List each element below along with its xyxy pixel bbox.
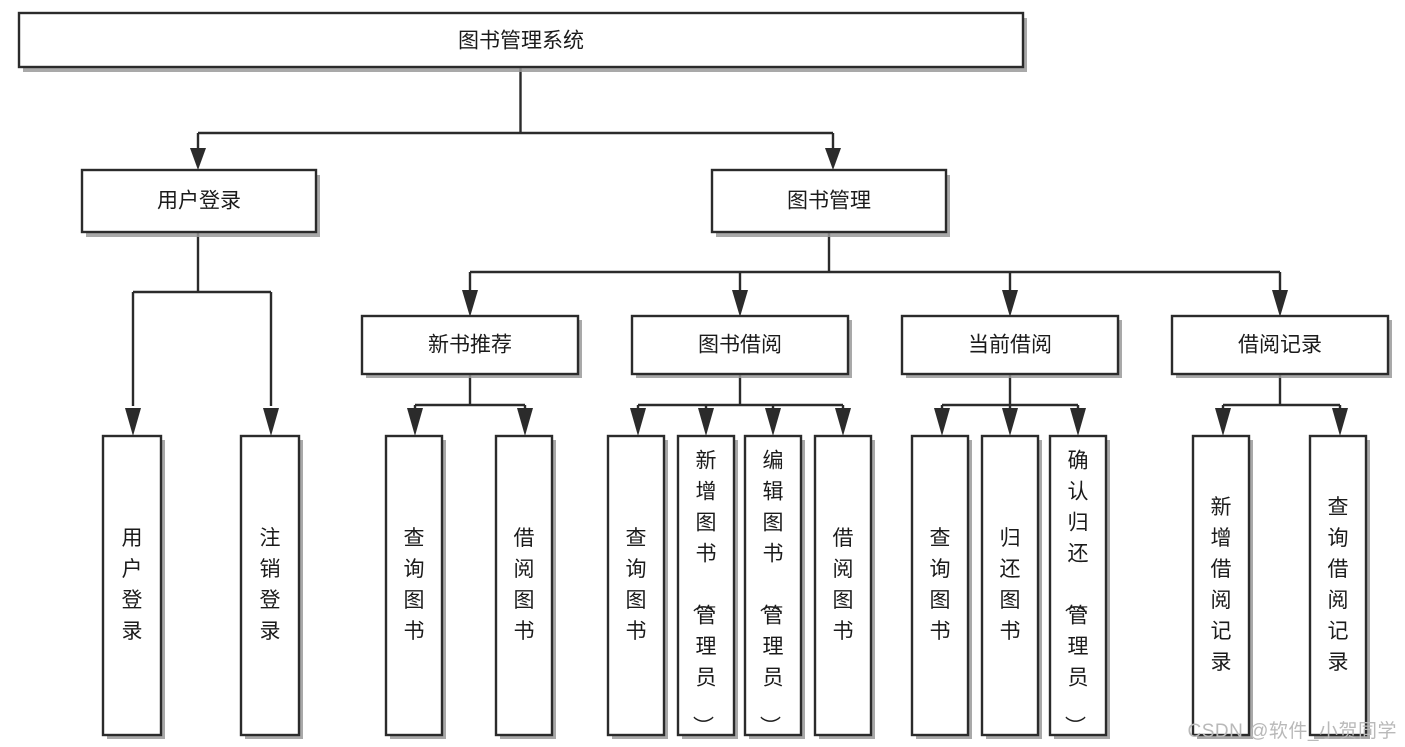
leaf-logout-login-box[interactable]: [239, 434, 301, 737]
leaf-query-book-2-box[interactable]: [606, 434, 666, 737]
leaf-borrow-book-1-box[interactable]: [494, 434, 554, 737]
leaf-confirm-return-admin-label: 确认归还（管理员）: [1063, 450, 1089, 737]
leaf-query-book-3-box[interactable]: [910, 434, 970, 737]
connector-root-bus: [196, 67, 835, 158]
leaf-borrow-book-1-label: 借阅图书: [514, 527, 535, 643]
leaf-user-login[interactable]: 用户登录: [101, 434, 165, 739]
leaf-user-login-label: 用户登录: [122, 527, 143, 643]
leaf-add-borrow-record[interactable]: 新增借阅记录: [1191, 434, 1253, 739]
connector-bookborrow-bus: [636, 375, 845, 412]
leaf-add-book-admin[interactable]: 新增图书（管理员）: [676, 434, 738, 739]
node-user-login-box[interactable]: [80, 168, 318, 234]
leaf-logout-login-label: 注销登录: [260, 527, 281, 643]
node-current-borrow-box[interactable]: [900, 314, 1120, 376]
leaf-query-book-3-label: 查询图书: [930, 527, 951, 643]
arrowhead-to-new-book-recommend: [462, 290, 478, 317]
connector-currentborrow-bus: [940, 375, 1080, 412]
arrowhead-to-leaf-borrow-book-1: [517, 408, 533, 436]
arrowhead-to-leaf-query-book-3: [934, 408, 950, 436]
leaf-query-book-1-label: 查询图书: [404, 527, 425, 643]
leaf-query-borrow-record[interactable]: 查询借阅记录: [1308, 434, 1370, 739]
arrowhead-to-leaf-query-borrow-record: [1332, 408, 1348, 436]
arrowhead-to-leaf-user-login: [125, 408, 141, 436]
node-borrow-record-box[interactable]: [1170, 314, 1390, 376]
arrowhead-to-leaf-confirm-return-admin: [1070, 408, 1086, 436]
node-current-borrow-label: 当前借阅: [968, 334, 1052, 357]
node-root-label: 图书管理系统: [458, 30, 584, 53]
leaf-query-book-1[interactable]: 查询图书: [384, 434, 446, 739]
node-book-management-box[interactable]: [710, 168, 948, 234]
leaf-return-book-box[interactable]: [980, 434, 1040, 737]
connector-borrowrecord-bus: [1221, 375, 1342, 412]
leaf-logout-login[interactable]: 注销登录: [239, 434, 303, 739]
arrowhead-to-leaf-logout-login: [263, 408, 279, 436]
leaf-borrow-book-2-box[interactable]: [813, 434, 873, 737]
arrowhead-to-leaf-borrow-book-2: [835, 408, 851, 436]
leaf-confirm-return-admin-box[interactable]: [1048, 434, 1108, 737]
node-new-book-recommend-box[interactable]: [360, 314, 580, 376]
leaf-add-borrow-record-label: 新增借阅记录: [1211, 496, 1232, 674]
arrowhead-to-leaf-add-borrow-record: [1215, 408, 1231, 436]
leaf-add-book-admin-label: 新增图书（管理员）: [691, 450, 717, 737]
leaf-edit-book-admin[interactable]: 编辑图书（管理员）: [743, 434, 805, 739]
connector-bookmgmt-bus: [468, 232, 1282, 290]
leaf-add-book-admin-box[interactable]: [676, 434, 736, 737]
arrowhead-to-leaf-add-book-admin: [698, 408, 714, 436]
leaf-edit-book-admin-box[interactable]: [743, 434, 803, 737]
node-book-borrow-box[interactable]: [630, 314, 850, 376]
node-borrow-record-label: 借阅记录: [1238, 334, 1322, 357]
node-user-login[interactable]: 用户登录: [80, 168, 320, 237]
leaf-query-book-1-box[interactable]: [384, 434, 444, 737]
node-book-borrow-label: 图书借阅: [698, 334, 782, 357]
leaf-query-book-3[interactable]: 查询图书: [910, 434, 972, 739]
arrowhead-to-leaf-edit-book-admin: [765, 408, 781, 436]
node-current-borrow[interactable]: 当前借阅: [900, 314, 1122, 378]
leaf-borrow-book-2[interactable]: 借阅图书: [813, 434, 875, 739]
node-root[interactable]: 图书管理系统: [17, 11, 1027, 72]
connector-layer: [125, 67, 1348, 436]
connector-userlogin-bus: [131, 232, 273, 406]
leaf-query-book-2[interactable]: 查询图书: [606, 434, 668, 739]
node-user-login-label: 用户登录: [157, 190, 241, 213]
leaf-return-book[interactable]: 归还图书: [980, 434, 1042, 739]
arrowhead-to-current-borrow: [1002, 290, 1018, 317]
arrowhead-to-book-borrow: [732, 290, 748, 317]
node-borrow-record[interactable]: 借阅记录: [1170, 314, 1392, 378]
node-book-management[interactable]: 图书管理: [710, 168, 950, 237]
leaf-confirm-return-admin[interactable]: 确认归还（管理员）: [1048, 434, 1110, 739]
node-book-management-label: 图书管理: [787, 190, 871, 213]
leaf-edit-book-admin-label: 编辑图书（管理员）: [758, 450, 784, 737]
arrowhead-to-borrow-record: [1272, 290, 1288, 317]
connector-newbook-bus: [413, 375, 527, 412]
leaf-user-login-box[interactable]: [101, 434, 163, 737]
node-book-borrow[interactable]: 图书借阅: [630, 314, 852, 378]
arrowhead-to-leaf-query-book-2: [630, 408, 646, 436]
leaf-add-borrow-record-box[interactable]: [1191, 434, 1251, 737]
node-new-book-recommend-label: 新书推荐: [428, 334, 512, 357]
node-new-book-recommend[interactable]: 新书推荐: [360, 314, 582, 378]
arrowhead-to-leaf-return-book: [1002, 408, 1018, 436]
leaf-borrow-book-2-label: 借阅图书: [833, 527, 854, 643]
arrowhead-to-user-login: [190, 148, 206, 170]
arrowhead-to-book-management: [825, 148, 841, 170]
csdn-watermark: CSDN @软件_小贺同学: [1187, 721, 1397, 742]
leaf-return-book-label: 归还图书: [1000, 527, 1021, 643]
leaf-query-borrow-record-box[interactable]: [1308, 434, 1368, 737]
leaf-query-borrow-record-label: 查询借阅记录: [1328, 496, 1349, 674]
leaf-query-book-2-label: 查询图书: [626, 527, 647, 643]
arrowhead-to-leaf-query-book-1: [407, 408, 423, 436]
leaf-borrow-book-1[interactable]: 借阅图书: [494, 434, 556, 739]
node-root-box[interactable]: [17, 11, 1025, 69]
